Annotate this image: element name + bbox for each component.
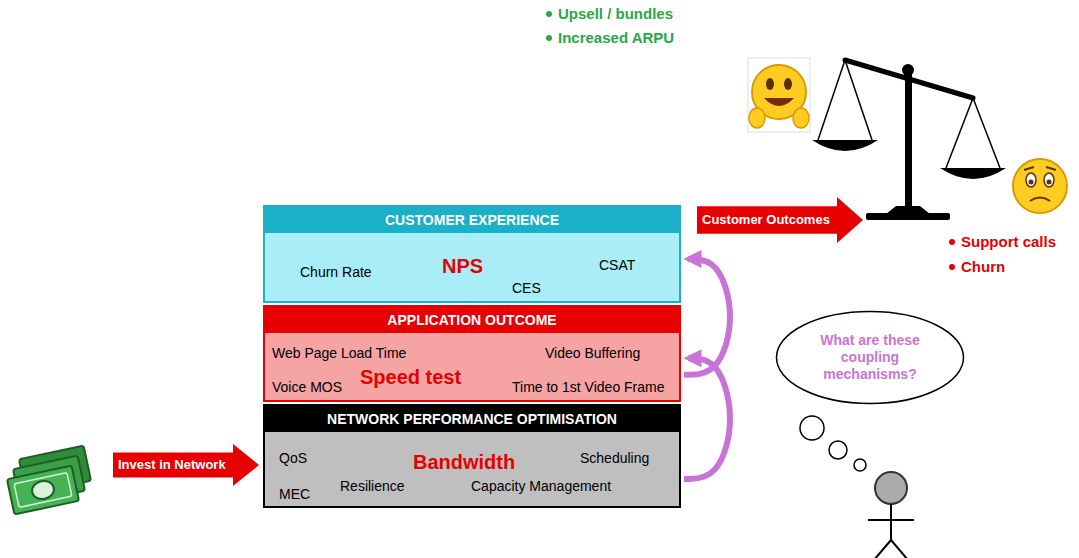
banknote-seal	[30, 479, 55, 501]
scale-pan	[812, 140, 878, 151]
emoji-frame	[748, 58, 810, 132]
scale-base	[866, 213, 950, 220]
happy-emoji	[748, 58, 810, 132]
thought-dot	[854, 459, 866, 471]
scale-beam	[845, 60, 973, 98]
outcome-bullet: Support calls	[961, 233, 1056, 251]
pan-hanger	[946, 98, 973, 168]
metric-label: Scheduling	[580, 450, 649, 467]
emoji-eye	[784, 78, 792, 90]
arrow-label: Invest in Network	[118, 457, 226, 473]
arrow-shape: Invest in Network	[113, 444, 259, 486]
figure-leg	[891, 540, 908, 558]
key-metric: Bandwidth	[413, 450, 515, 474]
arrow-body	[113, 444, 259, 486]
band-heading: APPLICATION OUTCOME	[265, 307, 679, 333]
pan-hanger	[973, 98, 1000, 168]
outcome-bullet: Upsell / bundles	[558, 5, 673, 23]
arrow-label: Customer Outcomes	[702, 212, 830, 228]
layer-band: APPLICATION OUTCOME Web Page Load TimeSpe…	[263, 305, 681, 402]
key-metric: Speed test	[360, 365, 461, 389]
figure-body	[890, 504, 892, 540]
bullet	[949, 264, 955, 270]
emoji-eye	[1044, 173, 1054, 187]
figure-head	[875, 472, 907, 504]
coupling-arrow	[684, 259, 730, 375]
metric-label: MEC	[279, 486, 310, 503]
metric-label: Resilience	[340, 478, 405, 495]
emoji-smile	[764, 98, 794, 106]
emoji-pupil	[1047, 180, 1052, 185]
worried-emoji	[1013, 159, 1067, 213]
layer-band: NETWORK PERFORMANCE OPTIMISATION QoS Bandw…	[263, 404, 681, 508]
thought-bubble: What are these coupling mechanisms?	[775, 310, 965, 405]
emoji-frown	[1030, 198, 1050, 202]
outcome-bullet: Increased ARPU	[558, 29, 674, 47]
emoji-brow	[1024, 167, 1056, 170]
metric-label: Time to 1st Video Frame	[512, 379, 665, 396]
pan-hanger	[818, 60, 845, 140]
thought-dot	[800, 416, 824, 440]
figure-arms	[868, 519, 914, 521]
emoji-thumb	[749, 108, 765, 128]
banknote	[7, 466, 79, 515]
figure-leg	[874, 540, 891, 558]
metric-label: CES	[512, 280, 541, 297]
band-heading: NETWORK PERFORMANCE OPTIMISATION	[265, 406, 679, 432]
bullet	[546, 35, 552, 41]
stick-figure	[868, 472, 914, 558]
scale-pan	[940, 168, 1006, 179]
outcome-bullet: Churn	[961, 258, 1005, 276]
bubble-text: What are these coupling mechanisms?	[795, 332, 945, 382]
layer-band: CUSTOMER EXPERIENCE Churn Rate NPS CES CSAT	[263, 205, 681, 303]
metric-label: QoS	[279, 450, 307, 467]
scale-stand	[886, 206, 930, 214]
metric-label: Web Page Load Time	[272, 345, 406, 362]
money-icon	[7, 446, 91, 515]
metric-label: Capacity Management	[471, 478, 611, 495]
bubble-ellipse	[777, 312, 964, 404]
scale-post	[905, 70, 912, 206]
emoji-pupil	[1029, 180, 1034, 185]
thought-dot	[829, 441, 847, 459]
arrow-shape: Customer Outcomes	[697, 197, 863, 243]
emoji-face	[1013, 159, 1067, 213]
pan-hanger	[845, 60, 872, 140]
emoji-eye	[1026, 173, 1036, 187]
bullet	[949, 239, 955, 245]
banknote-frame	[14, 473, 72, 508]
emoji-thumb	[793, 108, 809, 128]
bullet	[546, 11, 552, 17]
emoji-eye	[766, 78, 774, 90]
band-heading: CUSTOMER EXPERIENCE	[265, 207, 679, 233]
arrow-body	[697, 197, 863, 243]
metric-label: Churn Rate	[300, 264, 372, 281]
balance-scale	[812, 60, 1006, 220]
metric-label: Video Buffering	[545, 345, 640, 362]
metric-label: Voice MOS	[272, 379, 342, 396]
metric-label: CSAT	[599, 257, 635, 274]
scale-knob	[902, 64, 914, 76]
key-metric: NPS	[442, 254, 483, 278]
